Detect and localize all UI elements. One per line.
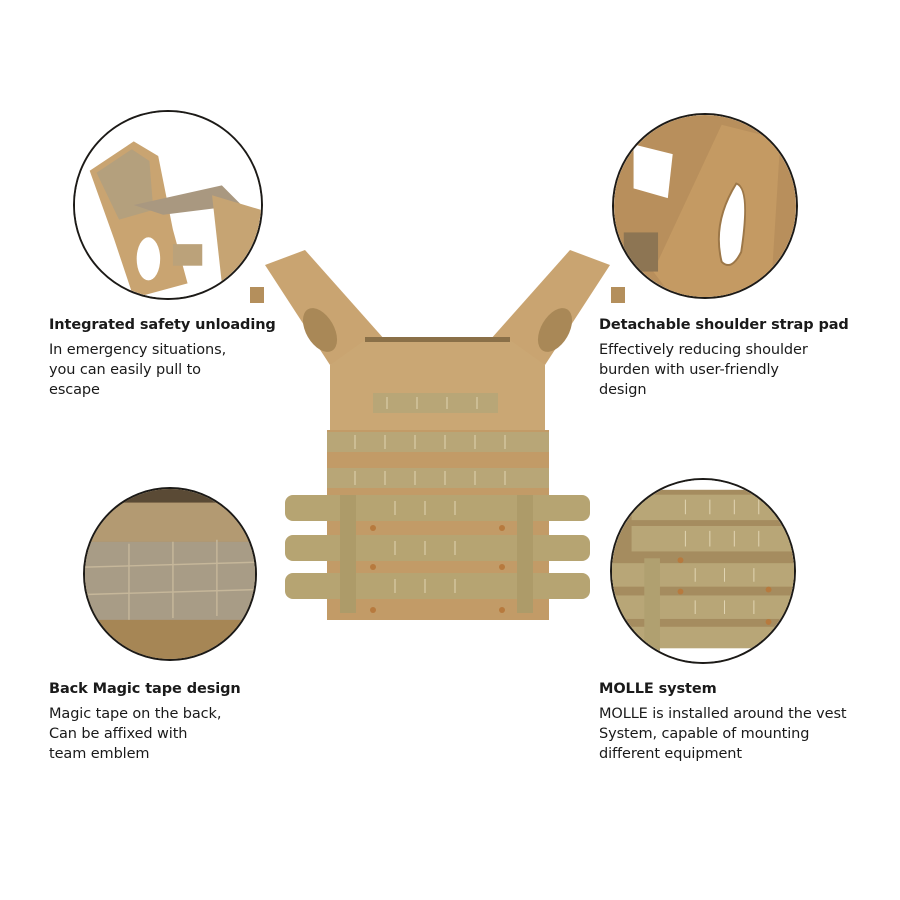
detail-image-shoulder-release bbox=[73, 110, 263, 300]
feature-title: MOLLE system bbox=[599, 681, 717, 697]
feature-description: Magic tape on the back, Can be affixed w… bbox=[49, 706, 222, 762]
feature-integrated-safety-unloading: Integrated safety unloading In emergency… bbox=[49, 315, 319, 400]
feature-detachable-shoulder-strap-pad: Detachable shoulder strap pad Effectivel… bbox=[599, 315, 869, 400]
feature-description: Effectively reducing shoulder burden wit… bbox=[599, 342, 808, 398]
shoulder-release-illustration bbox=[75, 112, 261, 298]
plate-carrier-vest-illustration bbox=[250, 250, 625, 620]
shoulder-pad-illustration bbox=[614, 115, 796, 297]
feature-description: MOLLE is installed around the vest Syste… bbox=[599, 706, 847, 762]
product-image-plate-carrier bbox=[245, 245, 630, 630]
molle-webbing-illustration bbox=[612, 480, 794, 662]
velcro-panel-illustration bbox=[85, 489, 255, 659]
detail-image-shoulder-pad bbox=[612, 113, 798, 299]
feature-description: In emergency situations, you can easily … bbox=[49, 342, 227, 398]
feature-title: Integrated safety unloading bbox=[49, 317, 276, 333]
feature-title: Back Magic tape design bbox=[49, 681, 241, 697]
detail-image-velcro-panel bbox=[83, 487, 257, 661]
detail-image-molle-webbing bbox=[610, 478, 796, 664]
feature-molle-system: MOLLE system MOLLE is installed around t… bbox=[599, 679, 869, 764]
feature-title: Detachable shoulder strap pad bbox=[599, 317, 849, 333]
feature-back-magic-tape-design: Back Magic tape design Magic tape on the… bbox=[49, 679, 319, 764]
